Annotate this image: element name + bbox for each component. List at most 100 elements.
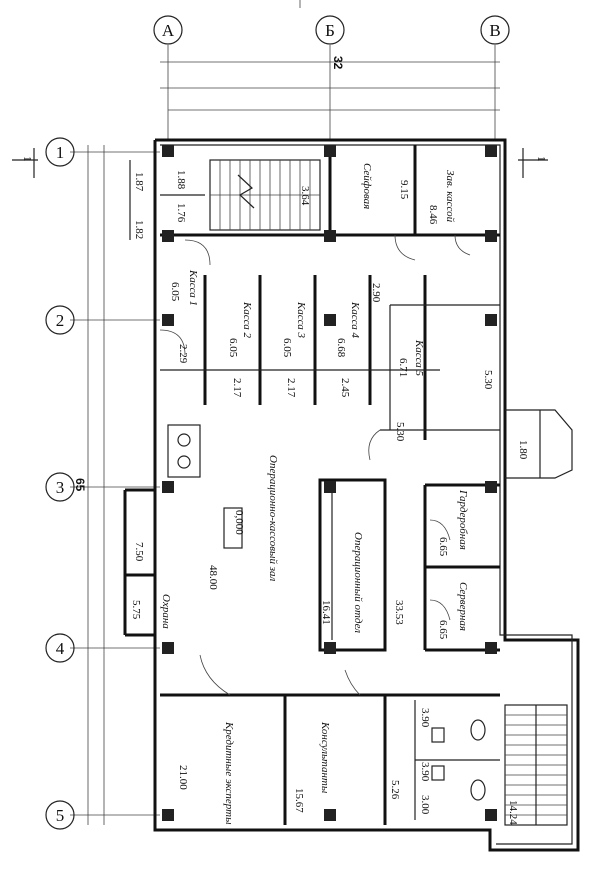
section-mark-right: 1 bbox=[535, 156, 547, 162]
room-name: Сейфовая bbox=[361, 163, 373, 209]
area-label-vest: 5.30 bbox=[394, 422, 406, 442]
room-name: Операционно-кассовый зал bbox=[267, 455, 279, 582]
section-mark-left: 1 bbox=[21, 156, 33, 162]
room-area: 8.46 bbox=[427, 205, 439, 225]
level-mark-box bbox=[223, 507, 243, 549]
column bbox=[162, 642, 174, 654]
room-name: Касса 1 bbox=[187, 269, 199, 306]
room-area: 6.05 bbox=[227, 338, 239, 358]
column bbox=[324, 642, 336, 654]
sink-icon-1 bbox=[431, 727, 445, 743]
sink-icon-2 bbox=[431, 765, 445, 781]
axis-label-1: 1 bbox=[56, 143, 65, 162]
room-name: Гардеробная bbox=[457, 489, 469, 550]
axis-marker-2 bbox=[45, 305, 75, 335]
area-label-wc: 1.88 bbox=[175, 170, 187, 190]
column bbox=[485, 314, 497, 326]
axis-marker-4 bbox=[45, 633, 75, 663]
axis-label-5: 5 bbox=[56, 806, 65, 825]
area-label-wc: 3.90 bbox=[419, 762, 431, 782]
room-name: Касса 4 bbox=[349, 301, 361, 339]
column bbox=[324, 314, 336, 326]
axis-label-4: 4 bbox=[56, 639, 65, 658]
area-label-wc: 3.00 bbox=[419, 795, 431, 815]
room-area: 5.75 bbox=[130, 600, 142, 620]
area-label-wc: 1.87 bbox=[133, 172, 145, 192]
door-arc bbox=[344, 669, 361, 696]
room-name: Кредитные эксперты bbox=[223, 721, 235, 825]
area-label-hall-side: 33.53 bbox=[393, 600, 405, 625]
axis-label-3: 3 bbox=[56, 478, 65, 497]
room-area: 6.65 bbox=[437, 537, 449, 557]
columns bbox=[162, 145, 497, 821]
stair-break-mark bbox=[237, 174, 255, 209]
room-area: 16.41 bbox=[320, 600, 332, 625]
toilet-icon-2 bbox=[470, 779, 486, 801]
dimension-top: 32 bbox=[331, 56, 345, 70]
door-arc bbox=[394, 234, 416, 261]
room-area: 48.00 bbox=[207, 565, 219, 590]
area-label-wc: 3.90 bbox=[419, 708, 431, 728]
room-name: Касса 5 bbox=[413, 339, 425, 377]
area-label-porch: 1.80 bbox=[517, 440, 529, 460]
column bbox=[162, 809, 174, 821]
area-label-corridor: 2.17 bbox=[231, 378, 243, 398]
column bbox=[324, 145, 336, 157]
column bbox=[162, 145, 174, 157]
level-mark: 0,000 bbox=[233, 510, 245, 535]
room-area: 6.05 bbox=[281, 338, 293, 358]
axis-label-v: В bbox=[489, 21, 500, 40]
axis-marker-b bbox=[315, 15, 345, 45]
room-name: Серверная bbox=[457, 582, 469, 631]
column bbox=[485, 809, 497, 821]
room-area: 9.15 bbox=[398, 180, 410, 200]
room-name: Касса 2 bbox=[241, 301, 253, 339]
axis-marker-3 bbox=[45, 472, 75, 502]
axis-label-b: Б bbox=[325, 21, 335, 40]
atm-circle-1 bbox=[177, 433, 191, 447]
room-area: 15.67 bbox=[293, 788, 305, 813]
area-label-corridor: 2.45 bbox=[339, 378, 351, 398]
atm-circle-2 bbox=[177, 455, 191, 469]
column bbox=[485, 145, 497, 157]
porch bbox=[505, 409, 573, 479]
column bbox=[324, 809, 336, 821]
room-name: Консультанты bbox=[319, 721, 331, 794]
area-label-vestibule: 7.50 bbox=[133, 542, 145, 562]
area-label-corridor: 2.29 bbox=[177, 344, 189, 364]
area-label-corridor: 5.26 bbox=[389, 780, 401, 800]
toilet-icon-1 bbox=[470, 719, 486, 741]
column bbox=[485, 230, 497, 242]
room-name: Охрана bbox=[160, 594, 172, 629]
door-arc bbox=[368, 429, 381, 461]
door-arc bbox=[454, 234, 471, 256]
column bbox=[162, 481, 174, 493]
column bbox=[324, 481, 336, 493]
room-area: 6.71 bbox=[397, 358, 409, 377]
area-label-vest: 2.90 bbox=[370, 283, 382, 303]
door-arc bbox=[429, 599, 451, 621]
area-label-wc: 1.82 bbox=[133, 220, 145, 239]
column bbox=[485, 642, 497, 654]
area-label-stair-bottom: 14.24 bbox=[507, 800, 519, 825]
column bbox=[485, 481, 497, 493]
door-arc bbox=[184, 239, 211, 266]
axis-marker-5 bbox=[45, 800, 75, 830]
column bbox=[162, 314, 174, 326]
column bbox=[324, 230, 336, 242]
area-label-corridor: 2.17 bbox=[285, 378, 297, 398]
operations-room bbox=[318, 478, 387, 652]
axis-label-2: 2 bbox=[56, 311, 65, 330]
room-area: 6.68 bbox=[335, 338, 347, 358]
door-arc bbox=[159, 329, 186, 356]
outer-wall bbox=[153, 138, 580, 852]
area-label-vest: 5.30 bbox=[482, 370, 494, 390]
dimension-side: 65 bbox=[73, 478, 87, 492]
axis-label-a: А bbox=[162, 21, 175, 40]
room-name: Зав. кассой bbox=[444, 170, 456, 223]
room-area: 6.05 bbox=[169, 282, 181, 302]
door-arc bbox=[199, 654, 231, 696]
area-label-stair-top: 3.64 bbox=[299, 186, 311, 206]
